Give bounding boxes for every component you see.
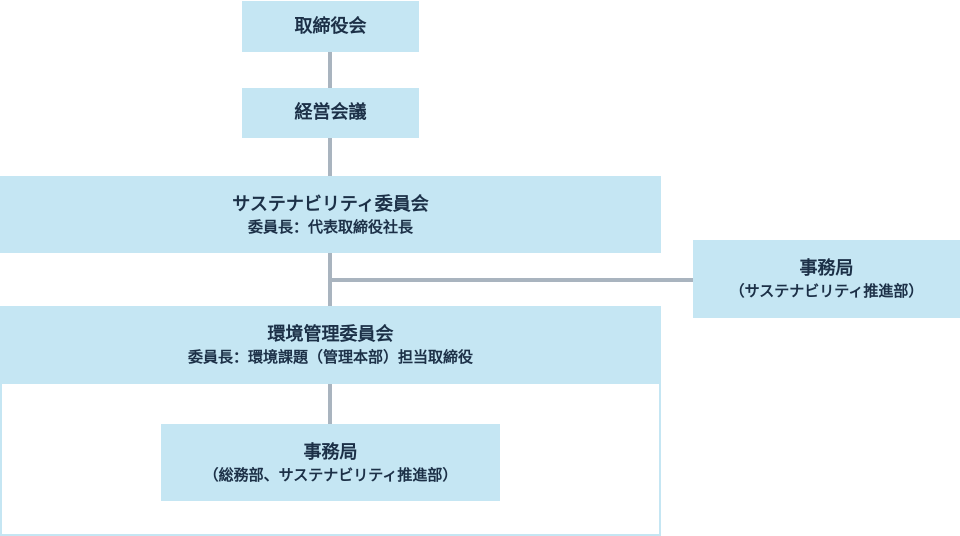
environment-committee-chair: 委員長：環境課題（管理本部）担当取締役 xyxy=(187,348,473,366)
environment-secretariat-box: 事務局 （総務部、サステナビリティ推進部） xyxy=(161,424,500,501)
sustainability-secretariat-title: 事務局 xyxy=(799,258,854,279)
sustainability-committee-chair: 委員長：代表取締役社長 xyxy=(247,217,413,236)
board-title: 取締役会 xyxy=(294,15,367,37)
connector-to-secretariat xyxy=(332,278,694,282)
environment-secretariat-sub: （総務部、サステナビリティ推進部） xyxy=(203,465,458,484)
sustainability-committee-box: サステナビリティ委員会 委員長：代表取締役社長 xyxy=(0,176,661,253)
management-meeting-title: 経営会議 xyxy=(294,102,367,123)
sustainability-secretariat-box: 事務局 （サステナビリティ推進部） xyxy=(693,240,960,318)
connector-management-sustainability xyxy=(328,138,332,176)
board-box: 取締役会 xyxy=(242,1,419,52)
connector-board-management xyxy=(328,52,332,88)
connector-environment-secretariat xyxy=(328,384,332,424)
environment-secretariat-title: 事務局 xyxy=(303,441,358,463)
connector-sustainability-environment xyxy=(328,253,332,307)
sustainability-secretariat-sub: （サステナビリティ推進部） xyxy=(729,282,924,300)
sustainability-committee-title: サステナビリティ委員会 xyxy=(232,193,429,215)
environment-committee-box: 環境管理委員会 委員長：環境課題（管理本部）担当取締役 xyxy=(0,306,661,384)
environment-committee-title: 環境管理委員会 xyxy=(267,324,394,345)
management-meeting-box: 経営会議 xyxy=(242,88,419,138)
